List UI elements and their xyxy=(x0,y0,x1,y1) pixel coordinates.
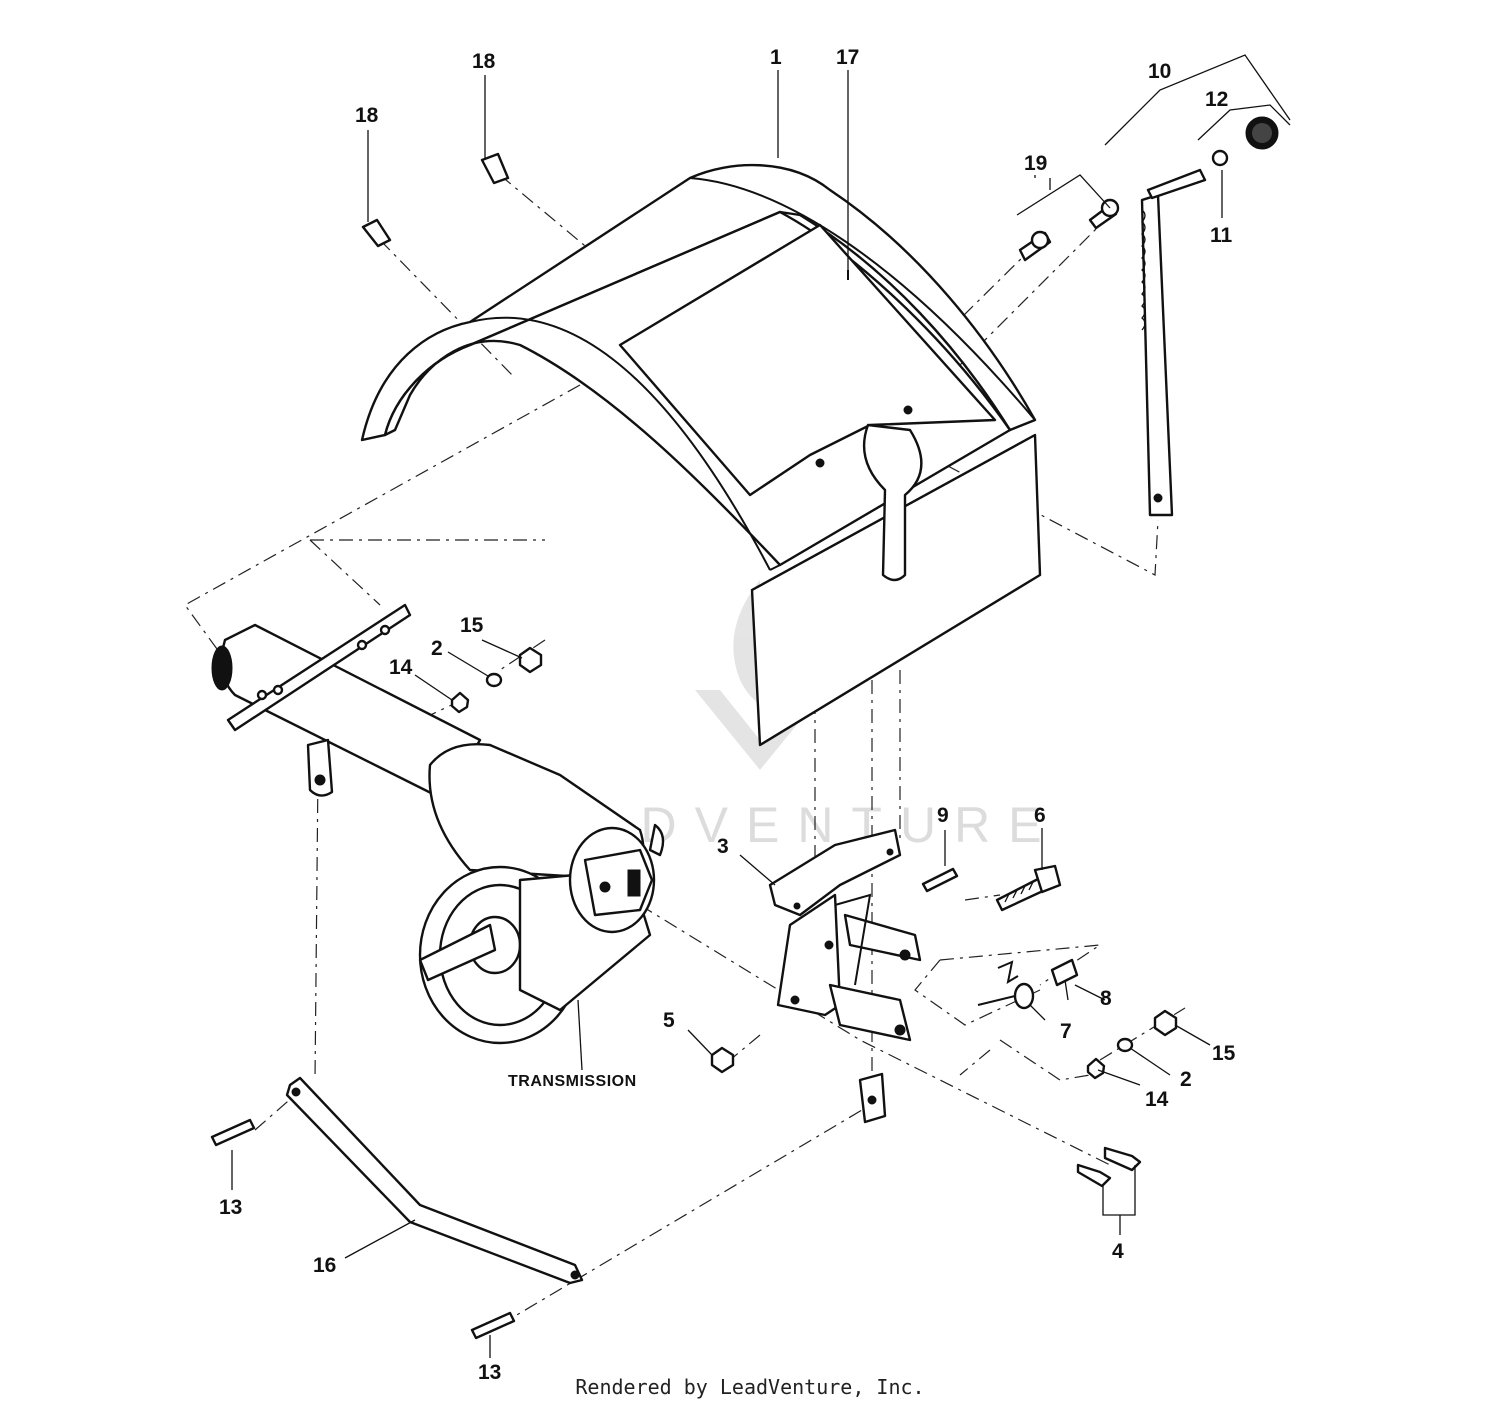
callout-11: 11 xyxy=(1210,224,1233,247)
callout-15-left: 15 xyxy=(460,614,484,637)
callout-18-left: 18 xyxy=(355,104,379,127)
callout-14-left: 14 xyxy=(389,656,413,679)
callout-10: 10 xyxy=(1148,60,1171,83)
callout-5: 5 xyxy=(663,1009,675,1032)
callout-15-right: 15 xyxy=(1212,1042,1236,1065)
small-hardware xyxy=(921,864,1079,1010)
callout-2-left: 2 xyxy=(431,637,443,660)
callout-2-right: 2 xyxy=(1180,1068,1192,1091)
callout-3: 3 xyxy=(717,835,729,858)
mounting-bracket xyxy=(768,828,922,1042)
callout-18-top: 18 xyxy=(472,50,496,73)
transmission-label: TRANSMISSION xyxy=(508,1073,637,1090)
callout-6: 6 xyxy=(1034,804,1046,827)
bottom-brace xyxy=(285,1072,887,1285)
depth-stake xyxy=(1140,116,1279,517)
callout-4: 4 xyxy=(1112,1240,1124,1263)
callout-17: 17 xyxy=(836,46,859,69)
fasteners xyxy=(210,152,1178,1340)
callout-14-right: 14 xyxy=(1145,1088,1169,1111)
axle-housing xyxy=(211,603,665,1045)
callout-7: 7 xyxy=(1060,1020,1072,1043)
hood-flap xyxy=(750,423,1042,747)
callout-12: 12 xyxy=(1205,88,1228,111)
callout-numbers: 18 18 1 17 19 10 12 11 15 2 14 3 9 6 8 7… xyxy=(219,46,1236,1384)
callout-13-bottom: 13 xyxy=(478,1361,501,1384)
callout-9: 9 xyxy=(937,804,949,827)
callout-1: 1 xyxy=(770,46,782,69)
callout-13-left: 13 xyxy=(219,1196,242,1219)
callout-19: 19 xyxy=(1024,152,1047,175)
leader-lines xyxy=(231,54,1291,1358)
tine-hood xyxy=(360,163,1037,571)
callout-16: 16 xyxy=(313,1254,336,1277)
callout-8: 8 xyxy=(1100,987,1112,1010)
render-credit: Rendered by LeadVenture, Inc. xyxy=(575,1375,925,1399)
